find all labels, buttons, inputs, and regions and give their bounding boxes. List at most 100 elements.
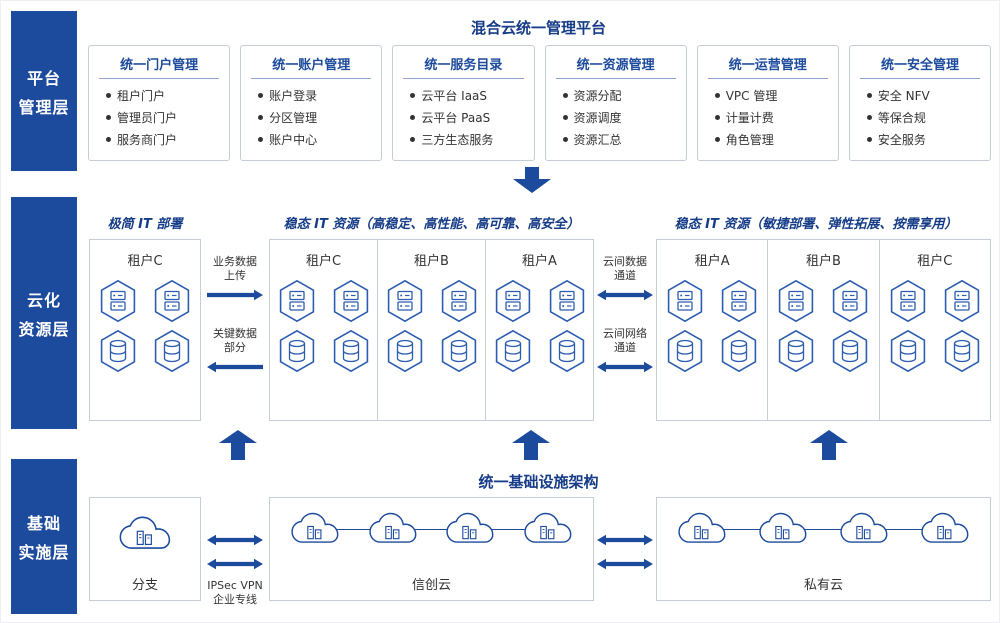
branch-box: 分支 xyxy=(89,497,201,601)
module-item: 云平台 PaaS xyxy=(410,109,533,126)
link-label-inter-cloud-data: 云间数据 通道 xyxy=(603,255,647,283)
layer-label-platform-management: 平台 管理层 xyxy=(11,11,77,171)
module-item: 账户中心 xyxy=(258,131,381,148)
server-hexagon-icon xyxy=(942,279,982,323)
up-block-arrow-icon xyxy=(810,430,848,460)
module-item-label: 账户登录 xyxy=(269,89,318,103)
tenant-label: 租户B xyxy=(806,254,841,269)
module-item-label: 服务商门户 xyxy=(117,133,178,147)
tenant-icon-grid xyxy=(277,279,371,373)
layer-label-line: 云化 xyxy=(26,290,61,310)
module-title: 统一服务目录 xyxy=(403,54,524,79)
module-item: 租户门户 xyxy=(106,87,229,104)
cloud-datacenter-icon xyxy=(918,510,972,548)
server-hexagon-icon xyxy=(888,279,928,323)
up-block-arrow-icon xyxy=(512,430,550,460)
module-card-resource: 统一资源管理 资源分配 资源调度 资源汇总 xyxy=(544,45,687,161)
database-hexagon-icon xyxy=(385,329,425,373)
module-item: 角色管理 xyxy=(714,131,838,148)
module-item: 管理员门户 xyxy=(106,109,229,126)
bullet-icon xyxy=(714,93,720,98)
module-card-operations: 统一运营管理 VPC 管理 计量计费 角色管理 xyxy=(696,45,839,161)
database-hexagon-icon xyxy=(152,329,192,373)
link-label-line: 部分 xyxy=(224,341,246,354)
server-hexagon-icon xyxy=(547,279,587,323)
stable-tenant-group: 租户C 租户B 租户A xyxy=(269,239,594,421)
server-hexagon-icon xyxy=(719,279,759,323)
header-simple-it-deployment: 极简 IT 部署 xyxy=(107,217,183,232)
bullet-icon xyxy=(866,93,872,98)
database-hexagon-icon xyxy=(830,329,870,373)
cloud-datacenter-icon xyxy=(756,510,810,548)
module-item-list: 租户门户 管理员门户 服务商门户 xyxy=(89,79,229,148)
server-hexagon-icon xyxy=(665,279,705,323)
bullet-icon xyxy=(106,137,111,142)
double-headed-arrow-icon xyxy=(207,534,263,546)
up-block-arrow-icon xyxy=(219,430,257,460)
vpn-label-line: 企业专线 xyxy=(213,593,257,606)
link-label-line: 云间数据 xyxy=(603,255,647,268)
infra-box-label: 私有云 xyxy=(803,578,843,593)
module-item: 资源汇总 xyxy=(562,131,686,148)
database-hexagon-icon xyxy=(277,329,317,373)
bullet-icon xyxy=(410,137,416,142)
tenant-icon-grid xyxy=(98,279,192,373)
module-item: 云平台 IaaS xyxy=(410,87,533,104)
left-data-links: 业务数据 上传 关键数据 部分 xyxy=(201,247,269,373)
module-item: 三方生态服务 xyxy=(410,131,533,148)
agile-tenant-group: 租户A 租户B 租户C xyxy=(656,239,991,421)
link-label-line: 通道 xyxy=(614,269,636,282)
module-item-list: 资源分配 资源调度 资源汇总 xyxy=(546,79,686,148)
module-title: 统一资源管理 xyxy=(555,54,676,79)
layer-label-infrastructure: 基础 实施层 xyxy=(11,459,77,614)
infra-layer-title: 统一基础设施架构 xyxy=(478,473,599,491)
bullet-icon xyxy=(562,137,568,142)
private-cloud-box: 私有云 xyxy=(656,497,991,601)
module-item-label: 分区管理 xyxy=(269,111,318,125)
double-headed-arrow-icon xyxy=(597,558,653,570)
module-item-label: 资源调度 xyxy=(573,111,622,125)
module-title: 统一运营管理 xyxy=(707,54,828,79)
module-item-label: 安全服务 xyxy=(877,133,926,147)
link-label-line: 云间网络 xyxy=(603,327,647,340)
module-item-label: 计量计费 xyxy=(725,111,774,125)
server-hexagon-icon xyxy=(385,279,425,323)
tenant-label: 租户A xyxy=(522,254,557,269)
tenant-label: 租户B xyxy=(414,254,449,269)
bullet-icon xyxy=(258,137,264,142)
module-card-security: 统一安全管理 安全 NFV 等保合规 安全服务 xyxy=(848,45,992,161)
tenant-box: 租户A xyxy=(656,239,769,421)
module-item-label: 资源汇总 xyxy=(573,133,622,147)
module-item-label: 安全 NFV xyxy=(877,89,930,103)
layer-label-line: 平台 xyxy=(26,68,61,88)
cloud-datacenter-icon xyxy=(443,510,497,548)
tenant-box: 租户B xyxy=(377,239,486,421)
tenant-box: 租户A xyxy=(485,239,594,421)
module-item: 等保合规 xyxy=(866,109,990,126)
tenant-label: 租户C xyxy=(127,254,163,269)
tenant-icon-grid xyxy=(888,279,982,373)
database-hexagon-icon xyxy=(547,329,587,373)
tenant-box: 租户B xyxy=(767,239,880,421)
vpn-label: IPSec VPN 企业专线 xyxy=(207,579,263,607)
module-item-label: VPC 管理 xyxy=(725,89,778,103)
bullet-icon xyxy=(866,137,872,142)
database-hexagon-icon xyxy=(98,329,138,373)
tenant-icon-grid xyxy=(493,279,587,373)
link-label-key-data: 关键数据 部分 xyxy=(213,327,257,355)
module-item-label: 三方生态服务 xyxy=(421,133,494,147)
vpn-links: IPSec VPN 企业专线 xyxy=(201,514,269,607)
database-hexagon-icon xyxy=(888,329,928,373)
bullet-icon xyxy=(258,115,264,120)
bullet-icon xyxy=(410,93,416,98)
module-item: VPC 管理 xyxy=(714,87,838,104)
bullet-icon xyxy=(106,93,111,98)
double-headed-arrow-icon xyxy=(597,534,653,546)
layer-label-line: 管理层 xyxy=(18,97,70,117)
module-item: 分区管理 xyxy=(258,109,381,126)
bullet-icon xyxy=(866,115,872,120)
link-label-business-data-upload: 业务数据 上传 xyxy=(213,255,257,283)
server-hexagon-icon xyxy=(776,279,816,323)
module-item: 计量计费 xyxy=(714,109,838,126)
